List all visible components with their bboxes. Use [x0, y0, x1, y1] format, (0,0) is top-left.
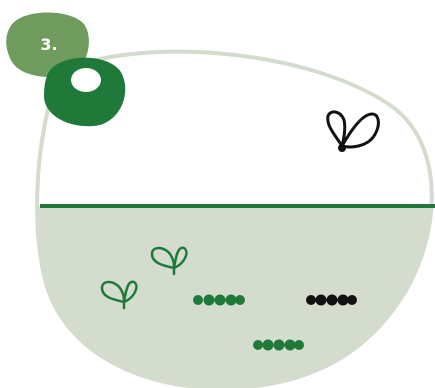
bulb-icon [44, 57, 126, 127]
bulb-highlight [71, 68, 101, 92]
bowl-outline [35, 49, 434, 388]
green-sprout-icon [100, 280, 138, 310]
black-beads-icon [306, 294, 357, 306]
green-beads-icon [193, 294, 245, 306]
green-beads-icon [253, 339, 304, 351]
black-sprout-icon [326, 110, 380, 152]
green-sprout-icon [150, 246, 188, 276]
